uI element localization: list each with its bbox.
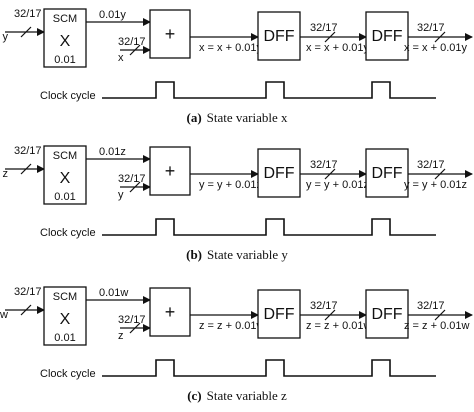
caption-text: State variable x: [207, 110, 288, 125]
bus-slash: [324, 168, 336, 180]
dff-label: DFF: [371, 306, 402, 323]
bus-slash: [129, 181, 141, 193]
bus-slash: [20, 163, 32, 175]
bus-slash: [324, 309, 336, 321]
state-update-label: x = x + 0.01y: [199, 42, 262, 54]
state-update-label: z = z + 0.01w: [306, 320, 371, 332]
scm-output-label: 0.01w: [99, 287, 128, 299]
caption-tag: (b): [186, 247, 202, 262]
bus-slash: [20, 304, 32, 316]
dff-block: [365, 289, 409, 339]
dff-block: [257, 148, 301, 198]
scm-multiply-symbol: X: [60, 311, 71, 328]
scm-coefficient: 0.01: [54, 54, 75, 66]
bus-slash: [434, 309, 446, 321]
adder-symbol: +: [165, 161, 176, 181]
adder-symbol: +: [165, 24, 176, 44]
bus-width-label: 32/17: [118, 36, 146, 48]
bus-width-label: 32/17: [310, 22, 338, 34]
dff-block: [365, 11, 409, 61]
scm-output-label: 0.01y: [99, 9, 126, 21]
bus-width-label: 32/17: [310, 300, 338, 312]
caption-text: State variable z: [207, 388, 287, 403]
state-update-label: x = x + 0.01y: [404, 42, 467, 54]
dff-block: [365, 148, 409, 198]
caption-text: State variable y: [207, 247, 288, 262]
caption: (c) State variable z: [187, 388, 287, 403]
scm-block: [43, 286, 87, 346]
adder-input-label: y: [118, 189, 124, 201]
scm-title: SCM: [53, 291, 77, 303]
adder-symbol: +: [165, 302, 176, 322]
scm-block: [43, 145, 87, 205]
scm-title: SCM: [53, 150, 77, 162]
input-label: w: [0, 309, 8, 321]
bus-width-label: 32/17: [417, 22, 445, 34]
bus-width-label: 32/17: [417, 159, 445, 171]
dff-label: DFF: [263, 306, 294, 323]
dff-block: [257, 11, 301, 61]
scm-multiply-symbol: X: [60, 33, 71, 50]
scm-coefficient: 0.01: [54, 191, 75, 203]
bus-slash: [434, 168, 446, 180]
input-label: y: [3, 31, 9, 43]
dff-label: DFF: [263, 165, 294, 182]
scm-block: [43, 8, 87, 68]
caption-tag: (c): [187, 388, 201, 403]
bus-slash: [20, 26, 32, 38]
adder-block: [149, 9, 191, 59]
adder-block: [149, 146, 191, 196]
scm-multiply-symbol: X: [60, 170, 71, 187]
bus-width-label: 32/17: [417, 300, 445, 312]
state-update-label: z = z + 0.01w: [404, 320, 469, 332]
bus-slash: [129, 322, 141, 334]
adder-input-label: z: [118, 330, 124, 342]
clock-label: Clock cycle: [40, 227, 96, 239]
dff-label: DFF: [371, 165, 402, 182]
bus-slash: [129, 44, 141, 56]
bus-width-label: 32/17: [14, 286, 42, 298]
scm-output-label: 0.01z: [99, 146, 126, 158]
bus-width-label: 32/17: [118, 314, 146, 326]
dff-label: DFF: [263, 28, 294, 45]
bus-slash: [434, 31, 446, 43]
clock-waveform: [102, 218, 436, 236]
clock-label: Clock cycle: [40, 368, 96, 380]
adder-input-label: x: [118, 52, 124, 64]
bus-width-label: 32/17: [14, 145, 42, 157]
scm-coefficient: 0.01: [54, 332, 75, 344]
state-update-label: y = y + 0.01z: [306, 179, 369, 191]
bus-slash: [324, 31, 336, 43]
dff-label: DFF: [371, 28, 402, 45]
caption: (b) State variable y: [186, 247, 288, 262]
state-update-label: z = z + 0.01w: [199, 320, 264, 332]
clock-waveform: [102, 81, 436, 99]
input-label: z: [3, 168, 9, 180]
caption: (a) State variable x: [186, 110, 288, 125]
state-update-label: x = x + 0.01y: [306, 42, 369, 54]
state-update-label: y = y + 0.01z: [199, 179, 262, 191]
dff-block: [257, 289, 301, 339]
state-update-label: y = y + 0.01z: [404, 179, 467, 191]
clock-label: Clock cycle: [40, 90, 96, 102]
bus-width-label: 32/17: [14, 8, 42, 20]
bus-width-label: 32/17: [310, 159, 338, 171]
clock-waveform: [102, 359, 436, 377]
scm-title: SCM: [53, 13, 77, 25]
bus-width-label: 32/17: [118, 173, 146, 185]
caption-tag: (a): [186, 110, 201, 125]
adder-block: [149, 287, 191, 337]
